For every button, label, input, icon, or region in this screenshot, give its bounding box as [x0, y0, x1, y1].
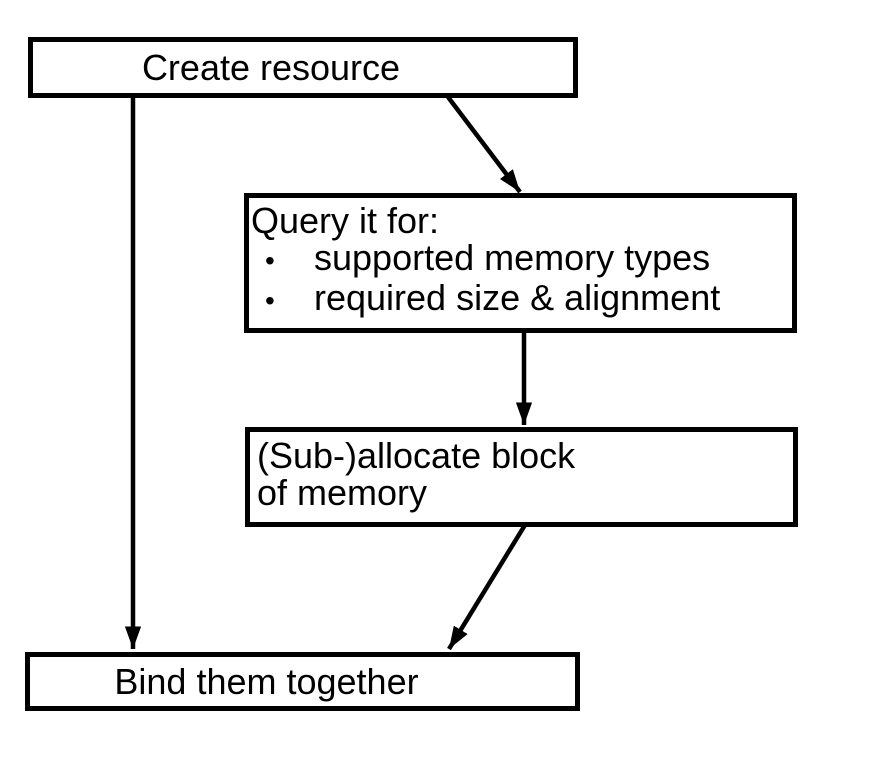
node-bind-together: Bind them together	[25, 652, 580, 711]
query-bullet-label: required size & alignment	[314, 277, 721, 318]
node-query: Query it for: • supported memory types •…	[244, 193, 797, 333]
arrow-allocate-to-bind	[447, 523, 527, 651]
node-bind-together-label: Bind them together	[114, 661, 419, 702]
arrow-create-to-query	[446, 95, 522, 194]
bullet-icon: •	[265, 245, 275, 276]
node-create-resource-label: Create resource	[141, 47, 401, 88]
query-bullet-item: • supported memory types	[251, 239, 788, 279]
query-bullet-item: • required size & alignment	[251, 279, 788, 319]
node-create-resource: Create resource	[28, 37, 578, 98]
query-bullet-label: supported memory types	[314, 237, 711, 278]
node-query-intro: Query it for:	[251, 200, 440, 241]
node-allocate-line: of memory	[257, 472, 428, 513]
bullet-icon: •	[265, 285, 275, 316]
node-allocate-line: (Sub-)allocate block	[257, 435, 576, 476]
node-allocate-memory: (Sub-)allocate block of memory	[245, 427, 798, 527]
